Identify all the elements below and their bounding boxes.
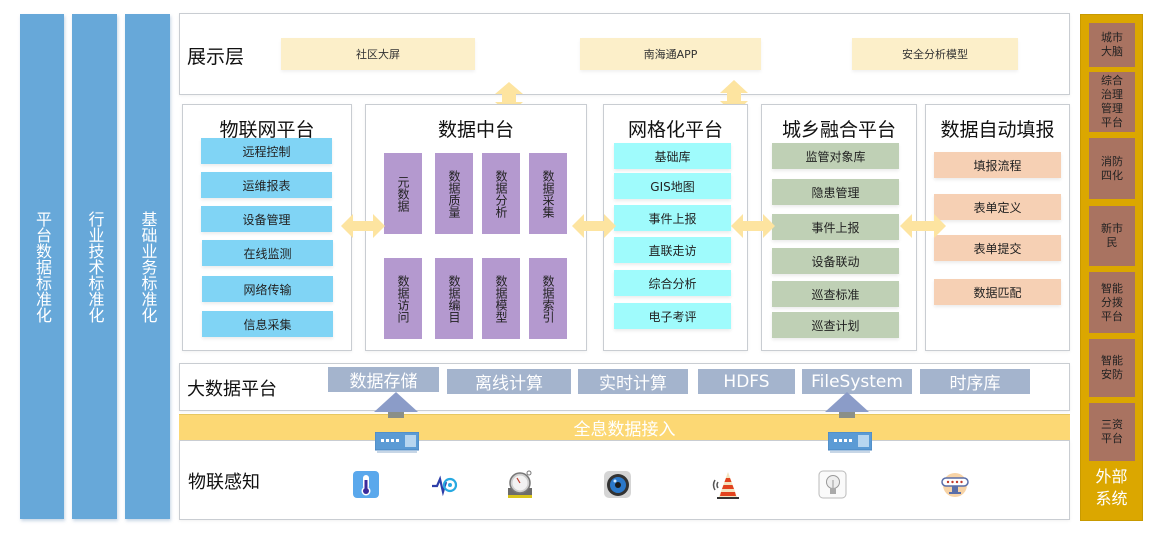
grid-item-event-report[interactable]: 事件上报 — [614, 205, 731, 231]
data-middle-item[interactable]: 数据模型 — [482, 258, 520, 339]
urban-rural-title: 城乡融合平台 — [781, 119, 896, 141]
display-item-safety-model[interactable]: 安全分析模型 — [852, 38, 1018, 70]
data-middle-item[interactable]: 元数据 — [384, 153, 422, 234]
data-middle-title: 数据中台 — [437, 119, 514, 141]
display-layer-title: 展示层 — [187, 46, 245, 68]
camera-lens-icon[interactable] — [603, 470, 633, 500]
city-item-event-report[interactable]: 事件上报 — [772, 214, 899, 240]
standard-label: 基础业务标准化 — [138, 210, 158, 323]
standard-label: 平台数据标准化 — [33, 210, 52, 323]
fill-item-form-define[interactable]: 表单定义 — [934, 194, 1061, 220]
data-ingest-bar: 全息数据接入 — [179, 414, 1070, 440]
bigdata-item-hdfs[interactable]: HDFS — [698, 369, 795, 394]
data-middle-item[interactable]: 数据索引 — [529, 258, 567, 339]
external-item-city-brain[interactable]: 城市大脑 — [1089, 23, 1135, 67]
big-data-title: 大数据平台 — [187, 379, 277, 400]
external-systems-panel: 城市大脑 综合治理管理平台 消防四化 新市民 智能分拨平台 智能安防 三资平台 … — [1080, 14, 1143, 521]
iot-item-ops-report[interactable]: 运维报表 — [201, 172, 332, 198]
bigdata-item-filesystem[interactable]: FileSystem — [802, 369, 912, 394]
city-item-patrol-standard[interactable]: 巡查标准 — [772, 281, 899, 307]
horizontal-double-arrow-icon — [572, 214, 616, 238]
data-middle-item[interactable]: 数据分析 — [482, 153, 520, 234]
external-item-assets[interactable]: 三资平台 — [1089, 403, 1135, 461]
auto-fill-title: 数据自动填报 — [940, 119, 1055, 141]
city-item-supervision-db[interactable]: 监管对象库 — [772, 143, 899, 169]
standard-column-platform-data: 平台数据标准化 — [20, 14, 64, 519]
external-item-security[interactable]: 智能安防 — [1089, 339, 1135, 397]
bigdata-item-realtime[interactable]: 实时计算 — [578, 369, 688, 394]
auto-fill-panel: 数据自动填报 — [925, 104, 1070, 351]
iot-item-network-transfer[interactable]: 网络传输 — [202, 276, 333, 302]
data-middle-item[interactable]: 数据质量 — [435, 153, 473, 234]
horizontal-double-arrow-icon — [731, 214, 775, 238]
fill-item-process[interactable]: 填报流程 — [934, 152, 1061, 178]
thermometer-icon[interactable] — [352, 470, 382, 500]
city-item-patrol-plan[interactable]: 巡查计划 — [772, 312, 899, 338]
external-item-governance[interactable]: 综合治理管理平台 — [1089, 72, 1135, 132]
bigdata-item-timeseries[interactable]: 时序库 — [920, 369, 1030, 394]
traffic-cone-alarm-icon[interactable] — [712, 470, 742, 500]
grid-item-gis-map[interactable]: GIS地图 — [614, 173, 731, 199]
bigdata-item-offline[interactable]: 离线计算 — [447, 369, 571, 394]
city-item-hazard-mgmt[interactable]: 隐患管理 — [772, 179, 899, 205]
bigdata-item-storage[interactable]: 数据存储 — [328, 367, 439, 392]
stopwatch-gauge-icon[interactable] — [505, 470, 535, 500]
light-bulb-icon[interactable] — [818, 470, 848, 500]
fill-item-form-submit[interactable]: 表单提交 — [934, 235, 1061, 261]
gateway-device-icon — [375, 432, 419, 453]
iot-sensing-title: 物联感知 — [188, 472, 260, 493]
standard-column-basic-business: 基础业务标准化 — [125, 14, 170, 519]
data-ingest-title: 全息数据接入 — [573, 420, 676, 440]
grid-platform-title: 网格化平台 — [627, 119, 723, 141]
data-middle-item[interactable]: 数据访问 — [384, 258, 422, 339]
external-item-new-citizen[interactable]: 新市民 — [1089, 206, 1135, 266]
smoke-detector-icon[interactable] — [940, 470, 970, 500]
external-item-fire-safety[interactable]: 消防四化 — [1089, 138, 1135, 199]
grid-item-base-library[interactable]: 基础库 — [614, 143, 731, 169]
horizontal-double-arrow-icon — [341, 214, 385, 238]
horizontal-double-arrow-icon — [900, 214, 946, 238]
external-systems-title: 外部系统 — [1095, 467, 1128, 508]
signal-sensor-icon[interactable] — [430, 470, 460, 500]
iot-item-remote-control[interactable]: 远程控制 — [201, 138, 332, 164]
city-item-device-linkage[interactable]: 设备联动 — [772, 248, 899, 274]
iot-platform-title: 物联网平台 — [219, 119, 315, 141]
iot-item-device-mgmt[interactable]: 设备管理 — [201, 206, 332, 232]
data-middle-item[interactable]: 数据采集 — [529, 153, 567, 234]
external-item-dispatch[interactable]: 智能分拨平台 — [1089, 272, 1135, 333]
up-arrow-icon — [374, 392, 418, 418]
up-arrow-icon — [825, 392, 869, 418]
fill-item-data-match[interactable]: 数据匹配 — [934, 279, 1061, 305]
gateway-device-icon — [828, 432, 872, 453]
display-item-nanhaitong-app[interactable]: 南海通APP — [580, 38, 761, 70]
standard-column-industry-tech: 行业技术标准化 — [72, 14, 117, 519]
display-item-community-screen[interactable]: 社区大屏 — [281, 38, 475, 70]
iot-item-online-monitor[interactable]: 在线监测 — [202, 240, 333, 266]
iot-item-info-collect[interactable]: 信息采集 — [202, 311, 333, 337]
grid-item-direct-visit[interactable]: 直联走访 — [614, 237, 731, 263]
standard-label: 行业技术标准化 — [85, 210, 105, 323]
grid-item-e-evaluation[interactable]: 电子考评 — [614, 303, 731, 329]
data-middle-item[interactable]: 数据编目 — [435, 258, 473, 339]
grid-item-analysis[interactable]: 综合分析 — [614, 270, 731, 296]
